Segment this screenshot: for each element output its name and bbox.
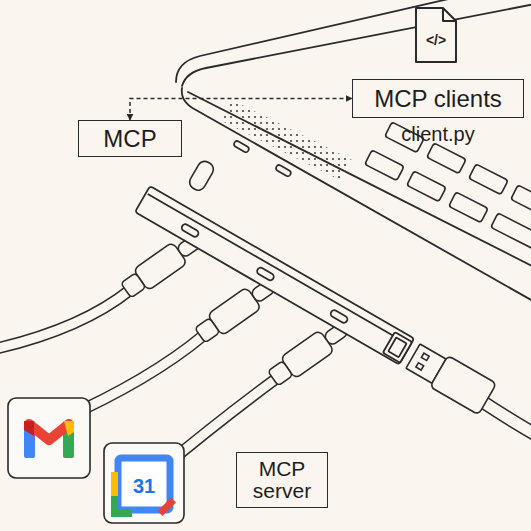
code-symbol: </> — [426, 33, 446, 47]
usb-a-plug — [404, 341, 531, 440]
box-label: MCP clients — [374, 86, 502, 111]
box-subtitle: client.py — [353, 123, 523, 146]
laptop-ports — [233, 140, 292, 177]
usb-hub — [135, 186, 414, 364]
box-label: MCP — [103, 126, 156, 151]
calendar-icon — [104, 443, 184, 523]
gmail-icon — [8, 398, 90, 478]
calendar-day: 31 — [133, 476, 155, 496]
speaker-grille — [220, 100, 352, 180]
hub-usb-c-plug — [187, 159, 216, 193]
box-label: MCP server — [237, 458, 327, 502]
process-box: MCP clientsclient.py — [352, 79, 524, 118]
code-file-icon — [416, 8, 456, 62]
process-box: MCP — [78, 120, 182, 157]
usb-c-cables — [0, 229, 352, 470]
process-box: MCP server — [236, 452, 328, 508]
dashed-connector — [130, 99, 352, 121]
